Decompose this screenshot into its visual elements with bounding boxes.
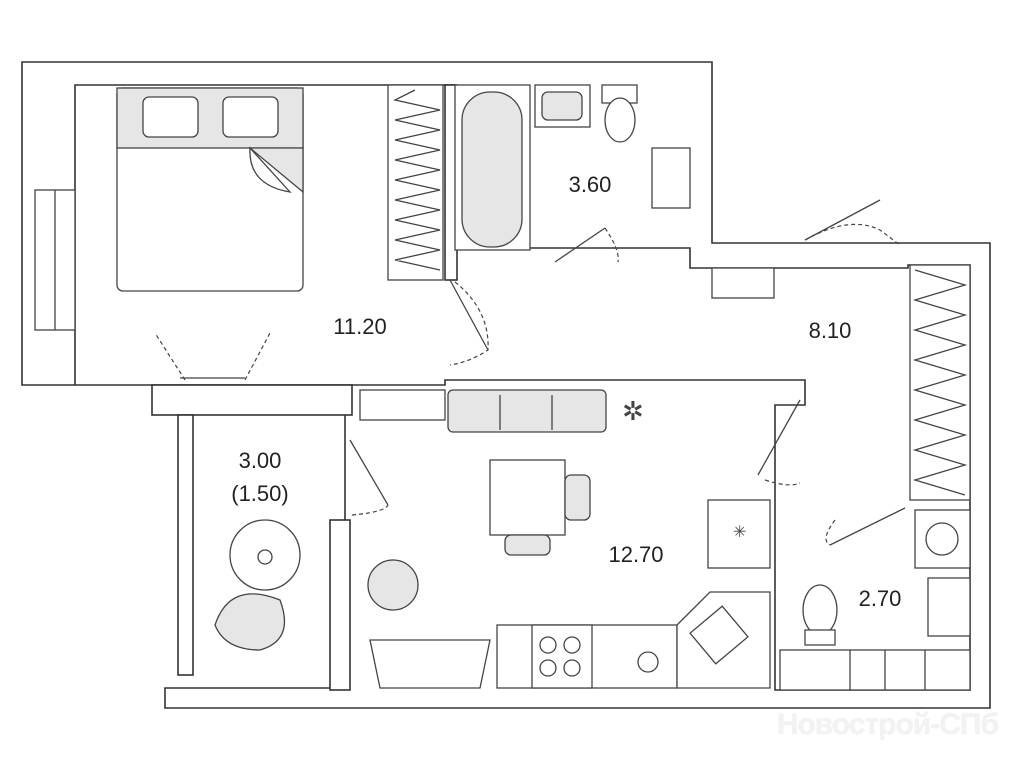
room-area-toilet: 2.70 <box>858 586 902 611</box>
room-area-kitchen: 12.70 <box>608 542 664 567</box>
dining-table <box>489 459 566 536</box>
room-area-balcony: 3.00 (1.50) <box>210 444 310 510</box>
balcony-area: 3.00 <box>238 448 282 473</box>
sofa <box>447 389 607 433</box>
toilet-sink <box>927 577 971 637</box>
room-area-bedroom: 11.20 <box>333 314 387 339</box>
wardrobe <box>387 84 444 281</box>
toilet <box>802 584 838 636</box>
watermark: Новострой-СПб <box>776 708 999 741</box>
svg-text:✳: ✳ <box>733 524 746 541</box>
room-area-bathroom: 3.60 <box>568 172 612 197</box>
balcony-reduced-area: (1.50) <box>231 481 289 506</box>
plant-icon: ✲ <box>622 397 644 427</box>
room-area-hallway: 8.10 <box>808 318 852 343</box>
